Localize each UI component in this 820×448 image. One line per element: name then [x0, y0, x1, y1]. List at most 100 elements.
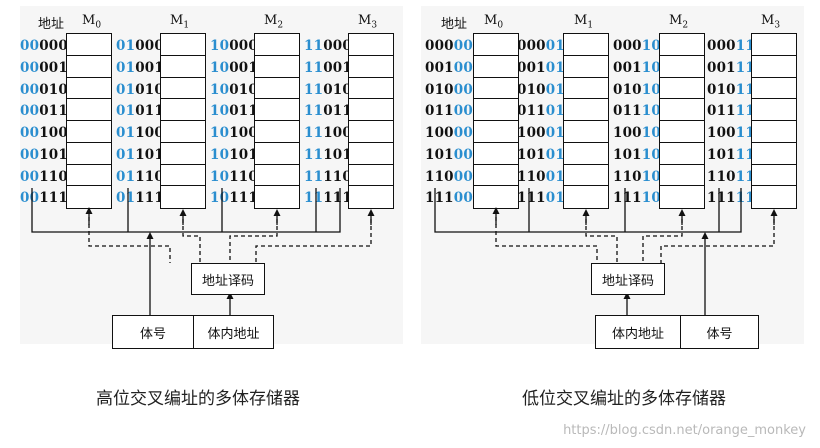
address-entry: 00101	[20, 145, 68, 167]
bank-bits: 00	[453, 103, 473, 120]
address-entry: 11010	[304, 80, 352, 102]
address-entry: 01100	[116, 123, 164, 145]
in-bank-bits: 000	[707, 38, 736, 54]
bank-number-field: 体号	[680, 316, 758, 348]
in-bank-bits: 010	[39, 81, 68, 98]
address-entry: 10111	[707, 145, 755, 167]
address-entry: 10011	[210, 101, 258, 123]
address-entry: 01110	[116, 167, 164, 189]
address-format: 体内地址 体号	[595, 315, 759, 349]
memory-cell	[752, 34, 796, 56]
address-entry: 00011	[707, 36, 755, 58]
memory-cell	[752, 121, 796, 143]
bank-bits: 10	[641, 190, 661, 207]
in-bank-bits: 111	[229, 190, 258, 207]
in-bank-bits: 110	[39, 168, 68, 185]
memory-module-m2	[254, 33, 300, 209]
in-bank-bits: 101	[323, 146, 352, 163]
module-m3-label: M3	[358, 13, 378, 31]
address-entry: 10110	[613, 145, 661, 167]
address-entry: 00010	[613, 36, 661, 58]
module-m0-label: M0	[484, 13, 504, 31]
address-entry: 01010	[613, 80, 661, 102]
bank-bits: 00	[20, 59, 40, 76]
address-entry: 10101	[517, 145, 565, 167]
in-bank-bits: 000	[135, 38, 164, 54]
memory-cell	[474, 34, 518, 56]
bank-number-field: 体号	[139, 326, 166, 342]
bank-bits: 00	[453, 168, 473, 185]
memory-cell	[752, 143, 796, 165]
address-entry: 11000	[425, 167, 473, 189]
bank-bits: 01	[545, 125, 565, 141]
bank-bits: 10	[641, 125, 661, 141]
in-bank-bits: 101	[39, 146, 68, 163]
bank-bits: 00	[453, 81, 473, 98]
address-entry: 11110	[613, 188, 661, 210]
memory-module-m2	[659, 33, 705, 209]
bank-bits: 10	[210, 59, 230, 76]
memory-cell	[161, 34, 205, 56]
bank-bits: 00	[453, 38, 473, 54]
in-bank-bits: 101	[229, 146, 258, 163]
in-bank-bits: 010	[613, 81, 642, 98]
address-entry: 00000	[20, 36, 68, 58]
address-entry: 11101	[517, 188, 565, 210]
memory-cell	[564, 121, 608, 143]
bank-bits: 01	[545, 168, 565, 185]
bank-bits: 11	[304, 38, 324, 54]
bank-bits: 11	[735, 125, 755, 141]
bank-bits: 10	[641, 168, 661, 185]
memory-cell	[474, 78, 518, 100]
address-entry: 11011	[707, 167, 755, 189]
memory-cell	[255, 56, 299, 78]
address-entry: 00000	[425, 36, 473, 58]
in-bank-bits: 001	[517, 59, 546, 76]
in-bank-bits: 000	[39, 38, 68, 54]
address-entry: 01101	[517, 101, 565, 123]
address-entry: 01000	[116, 36, 164, 58]
address-entry: 10010	[613, 123, 661, 145]
address-entry: 01000	[425, 80, 473, 102]
address-entry: 11110	[304, 167, 352, 189]
memory-cell	[161, 78, 205, 100]
address-entry: 11111	[304, 188, 352, 210]
in-bank-bits: 001	[425, 59, 454, 76]
memory-cell	[474, 165, 518, 187]
address-entry: 10001	[517, 123, 565, 145]
memory-cell	[752, 99, 796, 121]
address-decoder: 地址译码	[591, 263, 665, 295]
memory-cell	[660, 78, 704, 100]
in-bank-bits: 011	[613, 103, 642, 120]
module-m0-label: M0	[82, 13, 102, 31]
caption-high-order: 高位交叉编址的多体存储器	[96, 389, 300, 409]
bank-bits: 00	[453, 146, 473, 163]
in-bank-bits: 101	[135, 146, 164, 163]
in-bank-bits: 101	[707, 146, 736, 163]
memory-cell	[660, 99, 704, 121]
bank-bits: 00	[20, 168, 40, 185]
in-bank-bits: 101	[517, 146, 546, 163]
bank-bits: 11	[735, 81, 755, 98]
address-header: 地址	[441, 17, 468, 32]
memory-cell	[67, 78, 111, 100]
bank-bits: 10	[641, 103, 661, 120]
bank-bits: 00	[453, 125, 473, 141]
in-bank-bits: 100	[707, 125, 736, 141]
memory-module-m3	[348, 33, 394, 209]
memory-cell	[161, 143, 205, 165]
memory-cell	[660, 34, 704, 56]
in-bank-bits: 011	[517, 103, 546, 120]
module-m2-label: M2	[669, 13, 689, 31]
in-bank-bits: 111	[613, 190, 642, 207]
address-entry: 00001	[20, 58, 68, 80]
in-bank-bits: 001	[613, 59, 642, 76]
memory-cell	[474, 99, 518, 121]
in-bank-bits: 000	[425, 38, 454, 54]
bank-bits: 01	[545, 81, 565, 98]
